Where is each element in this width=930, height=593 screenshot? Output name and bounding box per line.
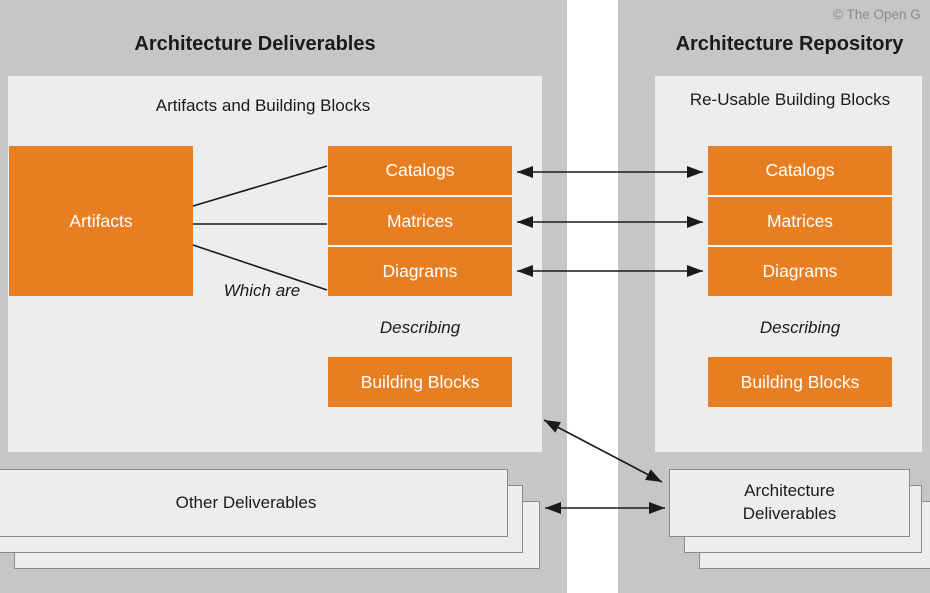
right-diagrams-box: Diagrams	[708, 247, 892, 297]
right-describing-label: Describing	[759, 318, 841, 337]
artifacts-box: Artifacts	[9, 146, 193, 296]
right-matrices-box: Matrices	[708, 196, 892, 246]
other-deliverables-box: Other Deliverables	[0, 469, 508, 537]
left-matrices-label: Matrices	[386, 210, 454, 231]
right-inner-title: Re-Usable Building Blocks	[689, 90, 891, 109]
right-building-blocks-label: Building Blocks	[740, 371, 860, 392]
left-describing-label: Describing	[379, 318, 461, 337]
right-artifact-type-stack: Catalogs Matrices Diagrams	[708, 146, 892, 297]
right-diagrams-label: Diagrams	[762, 261, 838, 282]
right-matrices-label: Matrices	[766, 210, 834, 231]
architecture-deliverables-label: Architecture Deliverables	[742, 481, 837, 523]
left-catalogs-box: Catalogs	[328, 146, 512, 195]
left-matrices-box: Matrices	[328, 196, 512, 246]
other-deliverables-label: Other Deliverables	[175, 492, 317, 512]
left-building-blocks-box: Building Blocks	[328, 357, 512, 407]
left-building-blocks-label: Building Blocks	[360, 371, 480, 392]
left-panel-title: Architecture Deliverables	[134, 33, 376, 55]
right-panel-title: Architecture Repository	[675, 33, 904, 55]
left-inner-title: Artifacts and Building Blocks	[155, 96, 371, 115]
left-diagrams-box: Diagrams	[328, 247, 512, 297]
architecture-deliverables-box: Architecture Deliverables	[669, 469, 910, 537]
artifacts-label: Artifacts	[69, 210, 133, 231]
right-building-blocks-box: Building Blocks	[708, 357, 892, 407]
left-catalogs-label: Catalogs	[385, 159, 455, 180]
left-artifact-type-stack: Catalogs Matrices Diagrams	[328, 146, 512, 297]
right-catalogs-box: Catalogs	[708, 146, 892, 195]
copyright-text: © The Open G	[833, 7, 921, 22]
left-diagrams-label: Diagrams	[382, 261, 458, 282]
right-catalogs-label: Catalogs	[765, 159, 835, 180]
which-are-label: Which are	[223, 281, 301, 300]
